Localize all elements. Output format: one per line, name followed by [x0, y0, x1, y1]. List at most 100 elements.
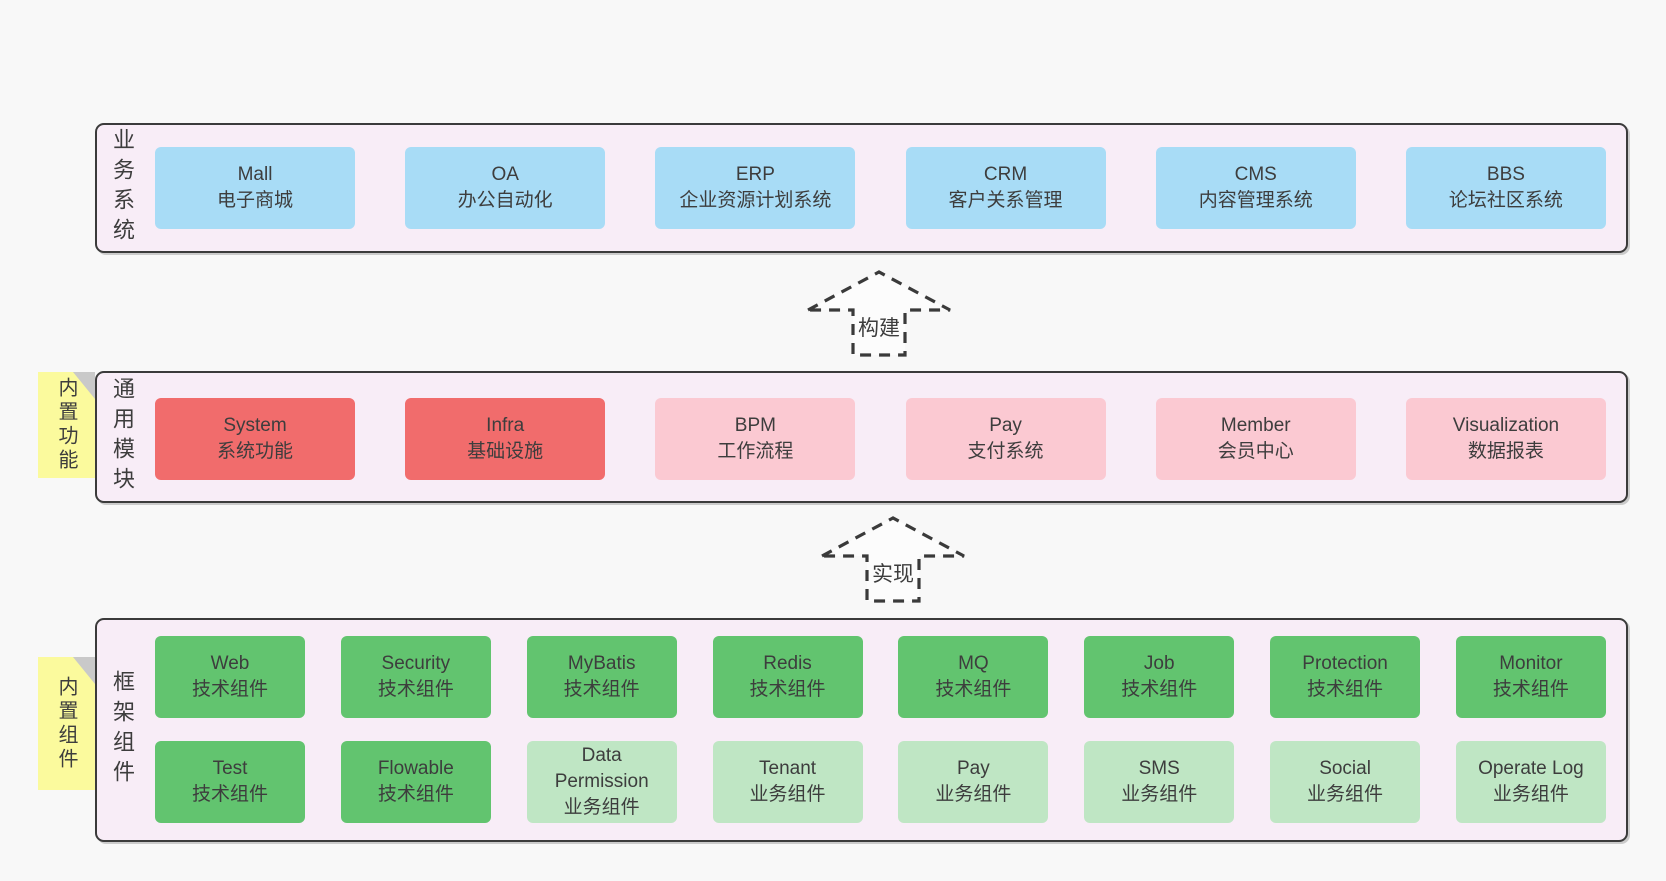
box-title: MQ	[958, 653, 989, 674]
box-title: Pay	[957, 758, 990, 779]
box-subtitle: 技术组件	[1121, 679, 1198, 700]
box-data-permission: Data Permission 业务组件	[526, 741, 677, 823]
box-mybatis: MyBatis 技术组件	[526, 636, 677, 718]
box-infra: Infra 基础设施	[405, 398, 606, 480]
box-operate-log: Operate Log 业务组件	[1455, 741, 1606, 823]
box-title: CMS	[1234, 164, 1277, 185]
box-security: Security 技术组件	[340, 636, 491, 718]
box-title: Pay	[989, 415, 1022, 436]
panel-common-modules-label: 通用模块	[110, 377, 135, 497]
box-title: Flowable	[377, 758, 454, 779]
box-title: Web	[210, 653, 250, 674]
box-title: System	[223, 415, 287, 436]
box-cms: CMS 内容管理系统	[1155, 147, 1356, 229]
box-subtitle: 会员中心	[1217, 441, 1294, 462]
box-subtitle: 电子商城	[216, 190, 293, 211]
box-web: Web 技术组件	[155, 636, 305, 718]
box-title: Security	[381, 653, 451, 674]
box-mall: Mall 电子商城	[155, 147, 355, 229]
box-subtitle: 技术组件	[749, 679, 826, 700]
box-title: CRM	[983, 164, 1028, 185]
box-subtitle: 业务组件	[935, 784, 1012, 805]
box-title: Mall	[237, 164, 273, 185]
box-subtitle: 数据报表	[1467, 441, 1544, 462]
box-subtitle: 技术组件	[191, 784, 268, 805]
panel-business-systems-rows: Mall 电子商城 OA 办公自动化 ERP 企业资源计划系统 CRM 客户关系管理 CMS 内容…	[155, 147, 1606, 229]
box-subtitle: 办公自动化	[457, 190, 553, 211]
sticky-note-built-in-components: 内置组件	[38, 657, 95, 790]
box-subtitle: 基础设施	[467, 441, 544, 462]
box-bbs: BBS 论坛社区系统	[1405, 147, 1606, 229]
box-subtitle: 技术组件	[935, 679, 1012, 700]
box-protection: Protection 技术组件	[1270, 636, 1421, 718]
box-title: Tenant	[759, 758, 817, 779]
box-subtitle: 企业资源计划系统	[679, 190, 832, 211]
box-subtitle: 业务组件	[563, 797, 640, 818]
component-row: Mall 电子商城 OA 办公自动化 ERP 企业资源计划系统 CRM 客户关系管理 CMS 内容…	[155, 147, 1606, 229]
box-title: MyBatis	[567, 653, 636, 674]
implement-arrow: 实现	[818, 512, 968, 606]
box-subtitle: 系统功能	[216, 441, 293, 462]
box-erp: ERP 企业资源计划系统	[655, 147, 856, 229]
box-subtitle: 客户关系管理	[948, 190, 1063, 211]
box-title: Redis	[763, 653, 812, 674]
box-redis: Redis 技术组件	[712, 636, 863, 718]
box-title: Monitor	[1499, 653, 1563, 674]
box-bpm: BPM 工作流程	[655, 398, 856, 480]
box-subtitle: 内容管理系统	[1198, 190, 1313, 211]
box-subtitle: 业务组件	[1492, 784, 1569, 805]
box-monitor: Monitor 技术组件	[1455, 636, 1606, 718]
sticky-note-label: 内置组件	[55, 675, 77, 772]
box-title: Infra	[486, 415, 525, 436]
box-member: Member 会员中心	[1155, 398, 1356, 480]
box-subtitle: 支付系统	[967, 441, 1044, 462]
panel-common-modules-rows: System 系统功能 Infra 基础设施 BPM 工作流程 Pay 支付系统 Member 会…	[155, 398, 1606, 480]
box-title: BBS	[1486, 164, 1525, 185]
panel-business-systems-label: 业务系统	[110, 128, 135, 248]
box-subtitle: 技术组件	[563, 679, 640, 700]
implement-arrow-label: 实现	[869, 558, 917, 588]
box-subtitle: 技术组件	[1492, 679, 1569, 700]
box-system: System 系统功能	[155, 398, 355, 480]
box-tenant: Tenant 业务组件	[712, 741, 863, 823]
box-title: Data Permission	[554, 745, 649, 792]
build-arrow-label: 构建	[855, 312, 903, 342]
box-subtitle: 工作流程	[717, 441, 794, 462]
box-title: Visualization	[1452, 415, 1560, 436]
box-subtitle: 技术组件	[191, 679, 268, 700]
box-subtitle: 业务组件	[1121, 784, 1198, 805]
box-sms: SMS 业务组件	[1084, 741, 1235, 823]
box-title: SMS	[1138, 758, 1180, 779]
box-subtitle: 论坛社区系统	[1448, 190, 1563, 211]
box-oa: OA 办公自动化	[405, 147, 606, 229]
box-title: BPM	[734, 415, 776, 436]
box-title: Protection	[1302, 653, 1388, 674]
build-arrow: 构建	[804, 266, 954, 360]
box-job: Job 技术组件	[1084, 636, 1235, 718]
box-subtitle: 技术组件	[377, 679, 454, 700]
component-row: System 系统功能 Infra 基础设施 BPM 工作流程 Pay 支付系统 Member 会…	[155, 398, 1606, 480]
box-title: ERP	[735, 164, 775, 185]
box-title: Operate Log	[1478, 758, 1584, 779]
box-social: Social 业务组件	[1270, 741, 1421, 823]
panel-framework-components-label: 框架组件	[110, 670, 135, 790]
box-pay: Pay 支付系统	[905, 398, 1106, 480]
box-subtitle: 业务组件	[1307, 784, 1384, 805]
box-subtitle: 技术组件	[1307, 679, 1384, 700]
box-subtitle: 业务组件	[749, 784, 826, 805]
box-visualization: Visualization 数据报表	[1405, 398, 1606, 480]
panel-common-modules: 通用模块 System 系统功能 Infra 基础设施 BPM 工作流程 Pay 支付系统 Me…	[95, 371, 1628, 503]
box-title: Social	[1319, 758, 1371, 779]
box-pay: Pay 业务组件	[898, 741, 1049, 823]
sticky-note-built-in-features: 内置功能	[38, 372, 95, 478]
box-title: OA	[491, 164, 519, 185]
box-title: Job	[1143, 653, 1175, 674]
box-subtitle: 技术组件	[377, 784, 454, 805]
box-title: Member	[1220, 415, 1291, 436]
